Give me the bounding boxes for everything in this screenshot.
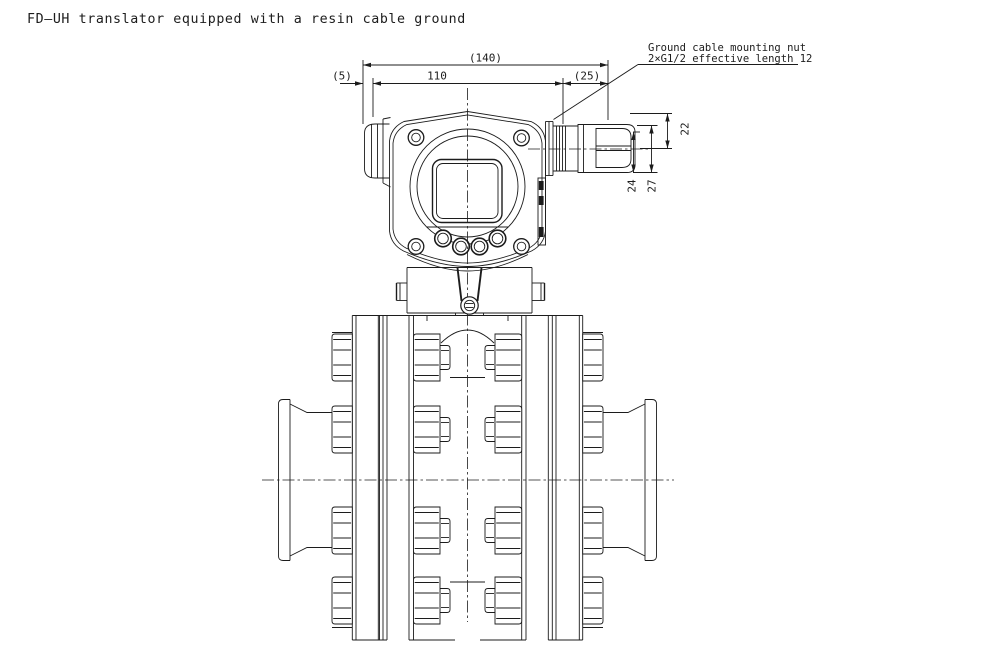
leader-line	[553, 64, 798, 120]
push-button	[470, 237, 489, 256]
flange-bolt	[331, 506, 353, 555]
dimension-housing-width: 110	[373, 70, 563, 86]
dim-label-140: (140)	[469, 52, 502, 65]
channel-right	[476, 267, 483, 302]
device-head	[364, 111, 546, 267]
vent-plug-left	[395, 282, 407, 301]
flange-bolt	[484, 506, 523, 555]
flange-bolt	[484, 405, 523, 454]
gland-thread	[553, 125, 578, 172]
cover-clamp	[537, 177, 546, 246]
flange-bolt	[582, 576, 604, 625]
flange-bolt	[484, 576, 523, 625]
cover-screws	[407, 129, 530, 255]
centerlines	[262, 88, 674, 622]
left-end-cap	[364, 117, 391, 188]
flange-bolt	[331, 576, 353, 625]
corner-screw	[513, 238, 530, 255]
push-button	[451, 237, 471, 256]
dimensions: (140) (5) 110 (25) 22	[332, 52, 691, 193]
channel-left	[456, 267, 463, 302]
flange-bolt	[413, 576, 451, 625]
flange-bolt	[484, 333, 523, 382]
dim-label-110: 110	[427, 70, 447, 83]
corner-screw	[407, 238, 425, 255]
gland-boss	[545, 121, 554, 176]
flange-bolt	[331, 405, 353, 454]
dimension-left-protrusion: (5)	[332, 70, 363, 86]
flange-bolt	[582, 405, 604, 454]
dim-label-24: 24	[626, 179, 639, 193]
vent-plug-right	[532, 282, 546, 301]
corner-screw	[407, 129, 425, 146]
flange-bolt	[413, 405, 451, 454]
dim-label-25: (25)	[574, 70, 601, 83]
gland-nut	[577, 124, 636, 173]
push-buttons	[433, 229, 507, 256]
dimension-gland-across-flats: 24	[626, 131, 658, 193]
push-button	[433, 229, 453, 248]
dim-label-5: (5)	[332, 70, 352, 83]
flange-bolt	[582, 333, 604, 382]
corner-screw	[513, 129, 530, 147]
annotation-line2: 2×G1/2 effective length 12	[648, 53, 812, 65]
flange-bolt	[413, 506, 451, 555]
annotation-line1: Ground cable mounting nut	[648, 42, 806, 54]
push-button	[488, 229, 507, 248]
dim-label-27: 27	[646, 179, 659, 192]
housing-bottom-line	[406, 254, 529, 272]
cable-gland	[545, 121, 636, 176]
dimension-gland-length: (25)	[563, 70, 608, 86]
dimension-gland-height: 22	[630, 113, 692, 149]
lock-screw	[460, 296, 479, 315]
flange-bolt	[413, 333, 451, 382]
dimension-overall-width: (140)	[363, 52, 608, 68]
flange-bolt	[331, 333, 353, 382]
drawing-title: FD—UH translator equipped with a resin c…	[27, 12, 466, 27]
flange-assembly	[278, 315, 657, 641]
flange-bolt	[582, 506, 604, 555]
flange-bolts	[331, 333, 604, 625]
dim-label-22: 22	[679, 122, 692, 135]
dimension-gland-across-corners: 27	[637, 125, 659, 193]
